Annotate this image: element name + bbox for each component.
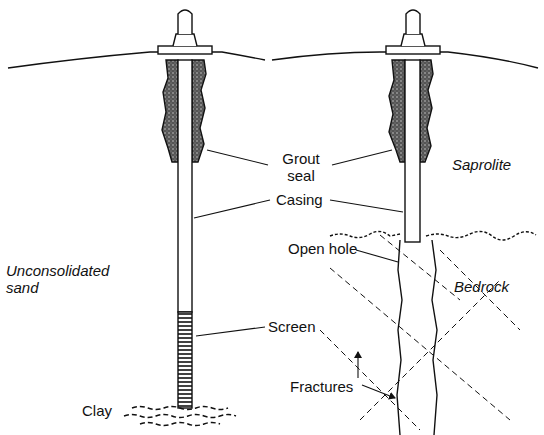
material-label: Bedrock: [454, 278, 509, 295]
part-label: Grout seal: [270, 150, 332, 184]
part-label: Screen: [268, 318, 316, 335]
feature-label: Fractures: [290, 378, 353, 395]
part-label: Casing: [276, 191, 323, 208]
material-label: Saprolite: [452, 156, 511, 173]
part-label: Open hole: [288, 240, 357, 257]
material-label: Unconsolidated sand: [6, 262, 116, 296]
material-label: Clay: [82, 402, 112, 419]
